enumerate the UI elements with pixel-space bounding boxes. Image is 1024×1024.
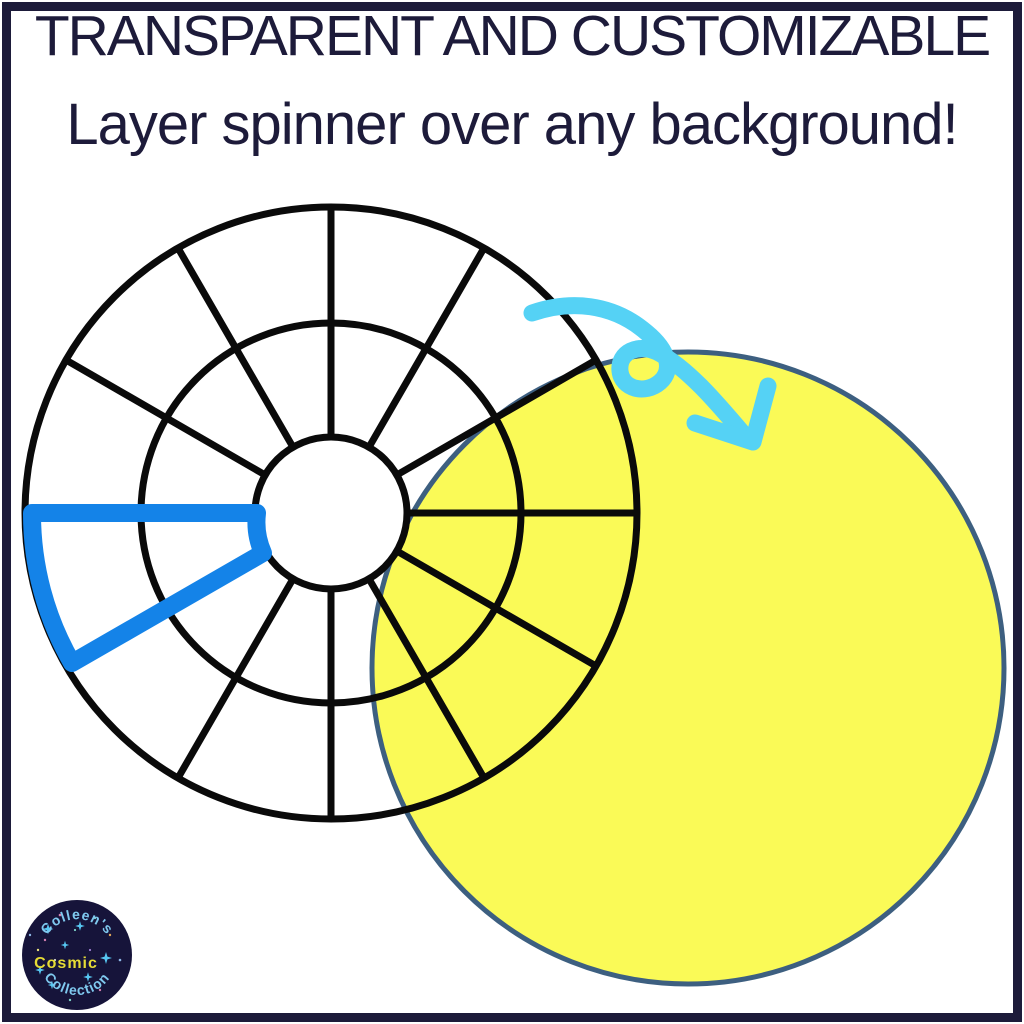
page-subtitle: Layer spinner over any background! [66,92,958,157]
spinner-spoke [364,246,488,452]
star-icon [75,921,85,931]
arrow-head [686,377,777,451]
logo-stars [35,921,112,990]
star-icon [47,980,57,990]
spinner-spoke [174,574,298,780]
logo-circle [22,900,132,1010]
spinner-spoke [64,356,270,480]
star-icon [100,952,112,964]
star-icon [42,923,54,935]
arrow-shaft [523,297,755,446]
logo-middle-text: Cosmic [34,955,98,972]
yellow-background-circle [369,349,1007,987]
logo-speckles [28,913,122,1002]
star-icon [35,965,45,975]
page-title: TRANSPARENT AND CUSTOMIZABLE [34,4,991,68]
spinner-hub [251,433,411,593]
star-icon [83,972,93,982]
spinner-spoke [364,574,488,780]
highlighted-wedge [22,504,272,672]
star-icon [60,940,70,950]
logo-badge: Colleen's Cosmic Collection [22,900,132,1010]
spinner-spoke [174,246,298,452]
spinner-spoke [392,546,598,670]
spinner-spoke [392,356,598,480]
doodle-arrow-icon [523,297,777,451]
